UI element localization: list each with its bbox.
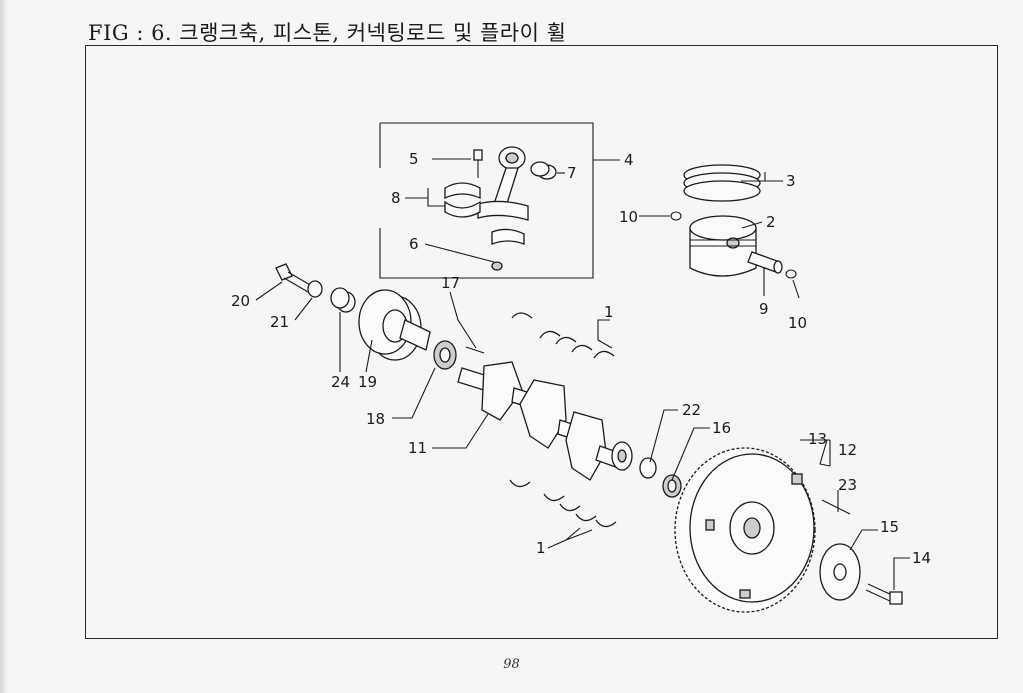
lock-plate-drawing bbox=[819, 543, 861, 601]
callout-17: 17 bbox=[441, 274, 460, 292]
rear-spacer-drawing bbox=[639, 457, 657, 479]
rod-bearing-drawing bbox=[444, 182, 481, 218]
callout-1: 1 bbox=[604, 303, 614, 321]
callout-20: 20 bbox=[231, 292, 250, 310]
callout-14: 14 bbox=[912, 549, 931, 567]
bracket-4-outline bbox=[379, 122, 620, 279]
woodruff-key-drawing bbox=[465, 346, 485, 354]
connecting-rod-drawing bbox=[477, 146, 529, 271]
flywheel-drawing bbox=[674, 447, 816, 613]
callout-10: 10 bbox=[788, 314, 807, 332]
callout-21: 21 bbox=[270, 313, 289, 331]
callout-19: 19 bbox=[358, 373, 377, 391]
figure-title: FIG : 6. 크랭크축, 피스톤, 커넥팅로드 및 플라이 휠 bbox=[88, 21, 567, 45]
callout-24: 24 bbox=[331, 373, 350, 391]
page-number: 98 bbox=[503, 657, 520, 672]
page-binding-edge bbox=[0, 0, 8, 693]
callout-4: 4 bbox=[624, 151, 634, 169]
callout-10: 10 bbox=[619, 208, 638, 226]
pulley-bolt-drawing bbox=[275, 263, 313, 293]
callout-9: 9 bbox=[759, 300, 769, 318]
callout-2: 2 bbox=[766, 213, 776, 231]
crankshaft-drawing bbox=[457, 361, 633, 481]
callout-1: 1 bbox=[536, 539, 546, 557]
callout-22: 22 bbox=[682, 401, 701, 419]
piston-pin-drawing bbox=[747, 251, 783, 274]
callout-7: 7 bbox=[567, 164, 577, 182]
callout-6: 6 bbox=[409, 235, 419, 253]
callout-15: 15 bbox=[880, 518, 899, 536]
callout-labels: 1 1 2 3 4 5 6 7 8 9 10 10 11 12 13 14 15… bbox=[231, 150, 931, 567]
callout-13: 13 bbox=[808, 430, 827, 448]
rod-bolt-drawing bbox=[473, 149, 483, 178]
main-bearing-upper-drawing bbox=[511, 312, 615, 359]
piston-rings-drawing bbox=[683, 164, 761, 202]
piston-drawing bbox=[689, 215, 757, 277]
callout-11: 11 bbox=[408, 439, 427, 457]
callout-5: 5 bbox=[409, 150, 419, 168]
callout-12: 12 bbox=[838, 441, 857, 459]
spacer-drawing bbox=[330, 287, 356, 313]
callout-23: 23 bbox=[838, 476, 857, 494]
main-bearing-lower-drawing bbox=[509, 479, 617, 528]
dowel-pin-drawing bbox=[821, 499, 851, 515]
timing-gear-drawing bbox=[433, 340, 457, 370]
callout-16: 16 bbox=[712, 419, 731, 437]
rod-bushing-drawing bbox=[530, 161, 557, 180]
callout-3: 3 bbox=[786, 172, 796, 190]
washer-drawing bbox=[307, 280, 323, 298]
snap-ring-drawing bbox=[670, 211, 797, 279]
rear-oil-seal-drawing bbox=[662, 474, 682, 498]
crank-pulley-drawing bbox=[358, 289, 431, 361]
callout-8: 8 bbox=[391, 189, 401, 207]
diagram-frame bbox=[85, 45, 998, 639]
flywheel-bolt-drawing bbox=[865, 583, 903, 605]
leader-lines bbox=[255, 158, 910, 590]
callout-18: 18 bbox=[366, 410, 385, 428]
